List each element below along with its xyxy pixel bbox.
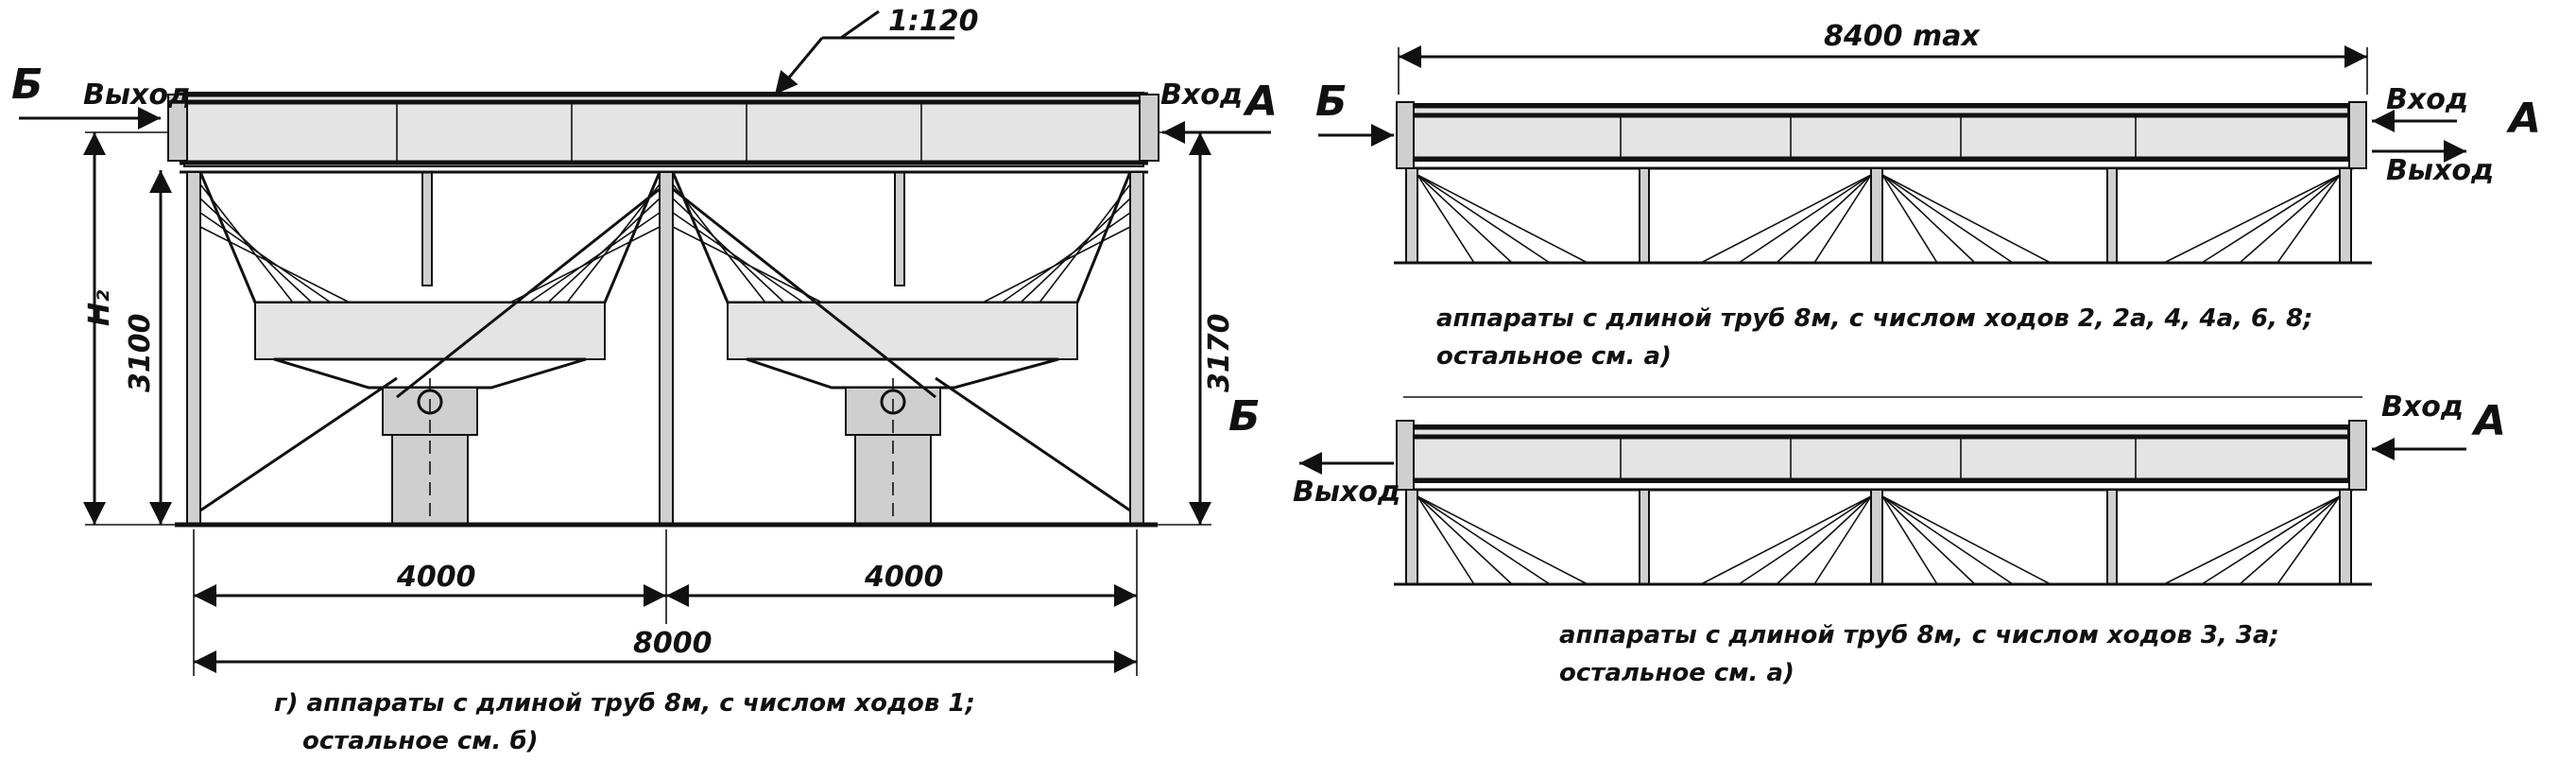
left-header-left [167,94,188,162]
slope-label: 1:120 [888,5,979,38]
bottom-right-view: Б Выход Вход А аппараты с длиной труб 8м… [1228,390,2506,687]
top-letter-a: А [2506,95,2541,143]
left-inlet-label: Вход [1160,78,1243,112]
left-header-right [1139,94,1159,162]
bottom-caption-1: аппараты с длиной труб 8м, с числом ходо… [1559,621,2279,649]
top-right-view: 8400 max Б [1315,20,2541,371]
bottom-outlet-label: Выход [1293,476,1400,509]
top-caption-1: аппараты с длиной труб 8м, с числом ходо… [1436,304,2313,333]
bottom-letter-a: А [2471,397,2506,445]
top-outlet-label: Выход [2386,154,2494,187]
left-dim-4000-b: 4000 [864,561,944,594]
left-outlet-label: Выход [83,78,191,112]
top-caption-2: остальное см. а) [1436,342,1672,371]
bottom-letter-b: Б [1228,392,1261,441]
bottom-inlet-label: Вход [2381,390,2464,424]
top-inlet-label: Вход [2386,83,2468,116]
bottom-caption-2: остальное см. а) [1559,659,1795,687]
left-view: 1:120 Б Выход А Вход H₂ 3100 3170 4000 4… [11,5,1278,755]
left-dim-3170: 3170 [1203,314,1236,393]
left-caption-2: остальное см. б) [302,727,539,755]
left-caption-1: г) аппараты с длиной труб 8м, с числом х… [274,689,975,718]
top-dim-8400: 8400 max [1824,20,1981,53]
left-dim-4000-a: 4000 [396,561,476,594]
top-bundle [1412,103,2349,162]
left-letter-a: А [1243,78,1278,126]
left-dim-8000: 8000 [633,627,713,660]
left-fan-1 [197,170,662,526]
left-height-label: H₂ [83,290,116,326]
left-letter-b: Б [11,61,43,109]
bottom-bundle [1412,424,2349,483]
left-fan-2 [670,170,1133,526]
top-letter-b: Б [1315,78,1348,126]
left-bundle [183,92,1144,167]
left-dim-3100: 3100 [124,314,157,393]
